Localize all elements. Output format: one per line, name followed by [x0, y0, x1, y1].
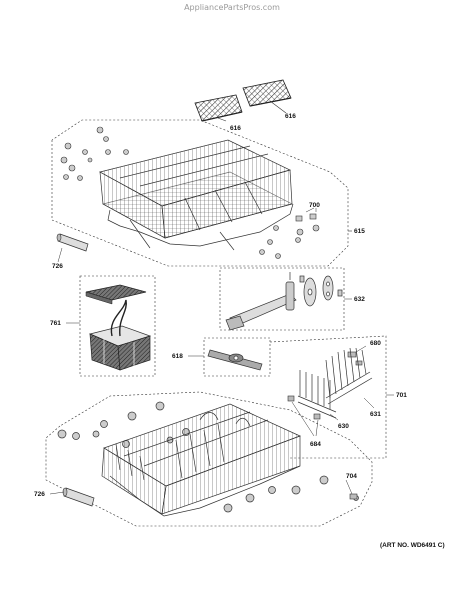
upper-rack-basket — [99, 139, 294, 251]
label-630: 630 — [338, 423, 349, 430]
part-616-mesh-pad-right — [242, 79, 292, 107]
label-726-upper: 726 — [52, 263, 63, 270]
part-761-silverware-basket — [88, 299, 152, 371]
part-684-clips — [287, 395, 321, 420]
label-761: 761 — [50, 320, 61, 327]
part-726-handle-upper — [56, 233, 89, 252]
label-700: 700 — [309, 202, 320, 209]
part-630-tine-row — [297, 370, 337, 419]
part-700-rack-clips — [259, 213, 320, 259]
label-616-right: 616 — [285, 113, 296, 120]
label-615: 615 — [354, 228, 365, 235]
part-704-clip — [349, 493, 358, 500]
label-632: 632 — [354, 296, 365, 303]
tine-rows-boundary — [269, 335, 387, 459]
part-726-handle-lower — [62, 487, 95, 507]
part-631-tine-row — [325, 347, 373, 405]
spray-arm-boundary — [219, 267, 345, 331]
upper-rack-wheels-left — [60, 126, 129, 181]
lower-spray-arm-boundary — [203, 337, 271, 377]
label-726-lower: 726 — [34, 491, 45, 498]
label-618: 618 — [172, 353, 183, 360]
label-631: 631 — [370, 411, 381, 418]
label-704: 704 — [346, 473, 357, 480]
watermark-text: AppliancePartsPros.com — [184, 3, 280, 12]
label-680: 680 — [370, 340, 381, 347]
label-701: 701 — [396, 392, 407, 399]
part-632-upper-spray-arm — [225, 272, 343, 331]
lower-rack-boundary — [45, 391, 373, 527]
label-684: 684 — [310, 441, 321, 448]
part-616-mesh-pad-left — [194, 94, 243, 122]
part-761-silverware-lid — [85, 284, 147, 305]
silverware-basket-boundary — [79, 275, 156, 377]
part-618-lower-spray-arm — [207, 349, 263, 371]
art-number: (ART NO. WD6491 C) — [380, 542, 445, 549]
part-680-clip — [347, 351, 363, 366]
label-616-left: 616 — [230, 125, 241, 132]
lower-rack-basket — [101, 403, 301, 517]
